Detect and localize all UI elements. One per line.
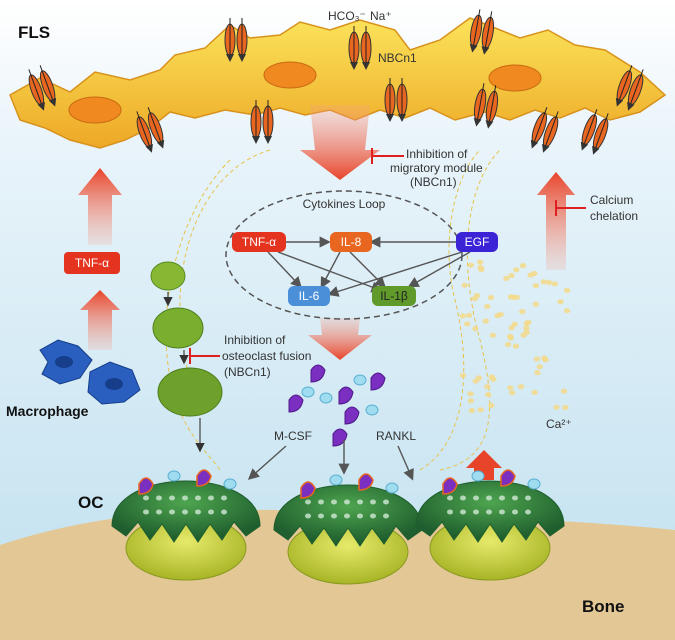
na-label: Na⁺ <box>370 9 392 23</box>
migratory-line2: migratory module <box>390 161 483 175</box>
osteoclast-cell <box>415 469 565 581</box>
macrophage-label: Macrophage <box>6 403 89 419</box>
hco3-label: HCO₃⁻ <box>328 9 366 23</box>
mcsf-label: M-CSF <box>274 429 312 443</box>
fls-cell-layer <box>9 17 667 149</box>
calcium-up-arrow <box>537 172 575 270</box>
loop-down-arrow <box>308 318 372 360</box>
receptor-ligand <box>288 394 304 413</box>
node-tnf-label: TNF-α <box>242 235 276 249</box>
inhibition-migratory: Inhibition of migratory module (NBCn1) <box>371 147 483 189</box>
multinucleated-cell <box>157 367 223 417</box>
cytokines-loop-ellipse <box>225 190 463 320</box>
receptor-ligand <box>310 364 326 383</box>
nbcn1-transporter <box>250 100 274 144</box>
fusion-line1: Inhibition of <box>224 333 286 347</box>
node-il1b <box>372 286 416 306</box>
nbcn1-label: NBCn1 <box>378 51 417 65</box>
fusing-cell <box>152 307 204 349</box>
inhibition-fusion: Inhibition of osteoclast fusion (NBCn1) <box>189 333 311 379</box>
rankl-label: RANKL <box>376 429 416 443</box>
precursor-sequence <box>150 261 223 453</box>
node-il6-label: IL-6 <box>299 289 320 303</box>
precursor-cell <box>150 261 186 291</box>
cytokines-loop-title: Cytokines Loop <box>303 197 386 211</box>
fls-label: FLS <box>18 23 50 42</box>
macrophages <box>39 339 141 405</box>
cytokines-loop: Cytokines Loop TNF-α IL-8 EGF IL-6 IL-1β <box>225 190 498 320</box>
nbcn1-transporter <box>136 107 165 153</box>
inhibition-calcium: Calcium chelation <box>555 193 638 223</box>
nbcn1-transporter <box>28 65 57 111</box>
nbcn1-transporter <box>473 83 499 129</box>
nbcn1-transporter <box>469 9 495 55</box>
receptor-ligand <box>370 372 386 391</box>
ca-label: Ca²⁺ <box>546 417 572 431</box>
osteoclast-cell <box>111 469 261 581</box>
mcsf-ligand <box>353 374 367 386</box>
node-il6 <box>288 286 330 306</box>
nbcn1-transporter <box>224 18 248 62</box>
mcsf-ligand <box>319 392 333 404</box>
receptor-ligand <box>344 406 360 425</box>
tnf-side-box <box>64 252 120 274</box>
fls-down-arrow <box>300 105 380 180</box>
fusion-line3: (NBCn1) <box>224 365 271 379</box>
migratory-line1: Inhibition of <box>406 147 468 161</box>
mcsf-ligand <box>301 386 315 398</box>
nbcn1-transporter <box>348 26 372 70</box>
tnf-up-arrow <box>78 168 122 245</box>
ligand-cluster <box>288 364 386 447</box>
node-tnf <box>232 232 286 252</box>
macrophage-up-arrow <box>80 290 120 350</box>
nbcn1-transporter <box>384 78 408 122</box>
nbcn1-transporter <box>615 65 644 111</box>
node-il8 <box>330 232 372 252</box>
node-egf-label: EGF <box>465 235 490 249</box>
calcium-line1: Calcium <box>590 193 633 207</box>
oc-label: OC <box>78 493 104 512</box>
calcium-line2: chelation <box>590 209 638 223</box>
calcium-dots <box>459 259 571 414</box>
mcsf-ligand <box>365 404 379 416</box>
bone-label: Bone <box>582 597 625 616</box>
migratory-line3: (NBCn1) <box>410 175 457 189</box>
osteoclast-group <box>111 469 565 585</box>
fusion-line2: osteoclast fusion <box>222 349 311 363</box>
tnf-side-label: TNF-α <box>75 256 109 270</box>
nbcn1-transporter-group <box>28 9 644 155</box>
nbcn1-transporter <box>530 107 559 153</box>
receptor-ligand <box>338 386 354 405</box>
node-egf <box>456 232 498 252</box>
osteoclast-cell <box>273 473 423 585</box>
node-il1b-label: IL-1β <box>380 289 408 303</box>
red-arrows <box>78 105 575 480</box>
ligand-arrows <box>247 440 414 481</box>
node-il8-label: IL-8 <box>341 235 362 249</box>
nbcn1-transporter <box>580 109 609 155</box>
